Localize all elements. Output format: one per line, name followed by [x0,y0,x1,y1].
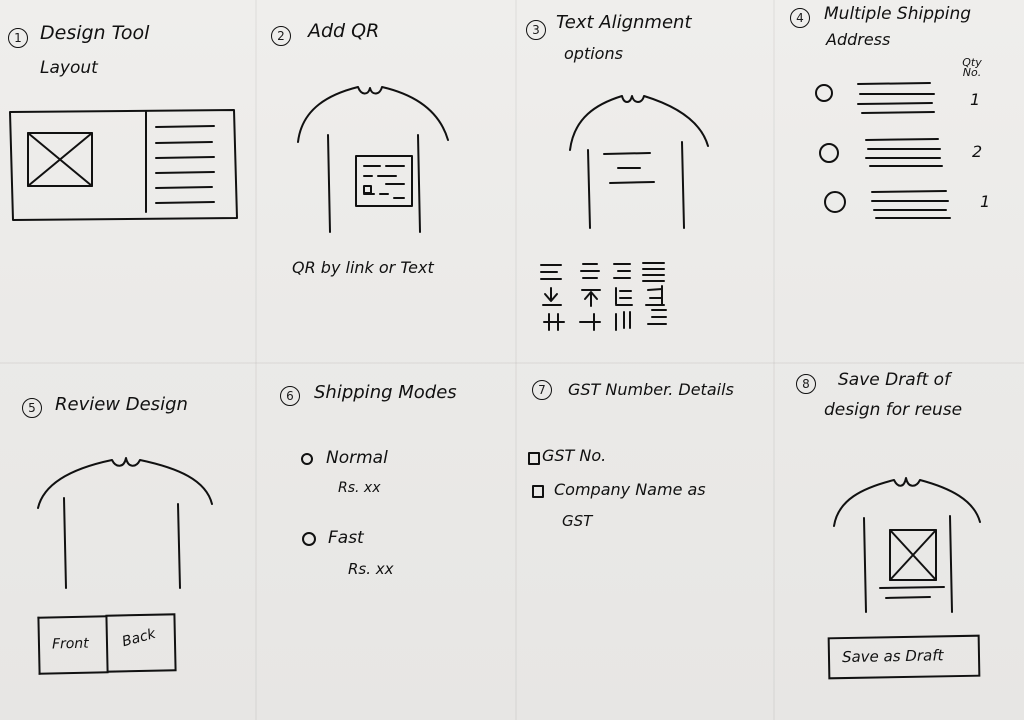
layout-wireframe [9,109,238,221]
gst-checkboxes[interactable] [0,0,780,720]
panel-title: Layout [40,58,98,78]
shipping-price-normal: Rs. xx [338,480,381,496]
panel-title: Shipping Modes [314,382,457,403]
company-name-checkbox-label[interactable]: Company Name as [554,480,706,499]
step-number: 4 [790,8,810,28]
shipping-radios[interactable] [0,0,520,720]
panel-title: Address [826,30,891,49]
company-name-checkbox-label-cont: GST [562,512,593,530]
step-number: 2 [271,26,291,46]
panel-title: design for reuse [824,400,963,420]
shipping-option-fast[interactable]: Fast [328,528,364,548]
shipping-price-fast: Rs. xx [348,560,394,578]
step-number: 6 [280,386,300,406]
step-number: 7 [532,380,552,400]
qty-value: 1 [980,192,991,211]
panel-title: Add QR [308,20,380,42]
qty-value: 2 [972,142,983,161]
step-number: 5 [22,398,42,418]
save-as-draft-label: Save as Draft [841,646,944,667]
tshirt-with-qr [297,86,449,233]
qr-caption: QR by link or Text [292,258,434,277]
step-number: 1 [8,28,28,48]
panel-title: Design Tool [40,22,150,44]
panel-title: GST Number. Details [568,380,734,399]
panel-title: Text Alignment [556,12,692,33]
step-number: 8 [796,374,816,394]
qty-value: 1 [970,90,981,109]
panel-title: Multiple Shipping [824,4,972,24]
step-number: 3 [526,20,546,40]
gst-number-checkbox-label[interactable]: GST No. [542,446,607,465]
tshirt-review [37,457,213,589]
tshirt-with-text [569,95,709,229]
save-as-draft-button[interactable]: Save as Draft [827,634,981,680]
panel-title: Review Design [55,394,188,415]
shipping-option-normal[interactable]: Normal [326,448,388,468]
panel-title: options [564,44,623,63]
qty-column-header: Qty No. [962,56,982,79]
address-list [815,82,951,219]
panel-title: Save Draft of [838,370,951,390]
alignment-icons[interactable] [0,0,780,360]
